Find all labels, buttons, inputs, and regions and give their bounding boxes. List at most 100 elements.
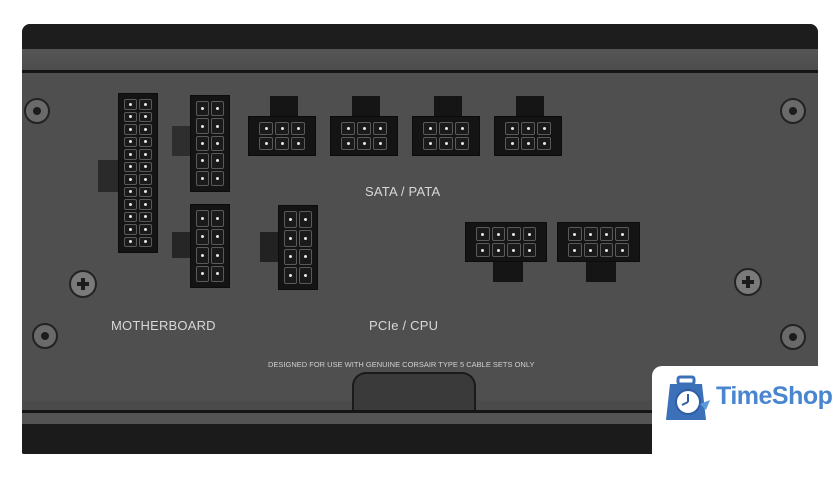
label-sata-pata: SATA / PATA [365, 184, 441, 199]
latch-10pin [172, 126, 192, 156]
connector-pin [476, 227, 490, 241]
connector-pin [124, 224, 137, 235]
connector-pin [299, 211, 312, 228]
watermark-brand: TimeShop [716, 382, 833, 410]
connector-pin [196, 170, 209, 186]
connector-pin [196, 228, 209, 245]
panel-bottom-lip [22, 413, 818, 425]
connector-pin [357, 122, 371, 135]
connector-pin [196, 101, 209, 117]
connector-pin [211, 247, 224, 264]
pcie-1-tab [493, 262, 523, 282]
connector-pin [139, 174, 152, 185]
connector-pin [211, 170, 224, 186]
connector-pin [124, 186, 137, 197]
connector-pin [124, 136, 137, 147]
connector-pin [124, 199, 137, 210]
connector-pin [139, 111, 152, 122]
connector-pin [259, 122, 273, 135]
connector-pin [139, 211, 152, 222]
connector-pcie-1[interactable] [465, 222, 547, 262]
connector-pin [139, 236, 152, 247]
connector-pin [455, 137, 469, 150]
connector-pin [196, 135, 209, 152]
connector-pin [211, 153, 224, 169]
panel-top-seam [22, 70, 818, 73]
connector-pin [568, 227, 582, 241]
connector-sata-2[interactable] [330, 116, 398, 156]
sata-2-tab [352, 96, 380, 116]
panel-top-edge [22, 24, 818, 49]
connector-pin [139, 124, 152, 135]
pcie-2-tab [586, 262, 616, 282]
label-cable-notice: DESIGNED FOR USE WITH GENUINE CORSAIR TY… [268, 360, 535, 369]
connector-pin [211, 265, 224, 282]
connector-sata-4[interactable] [494, 116, 562, 156]
connector-pin [196, 247, 209, 264]
connector-pin [196, 210, 209, 227]
connector-pin [124, 111, 137, 122]
panel-top-lip [22, 49, 818, 71]
latch-cpu-right [260, 232, 280, 262]
connector-pin [284, 211, 297, 228]
connector-sata-3[interactable] [412, 116, 480, 156]
mount-hole-bottom-left [32, 323, 58, 349]
connector-cpu-8pin-right[interactable] [278, 205, 318, 290]
connector-pin [423, 137, 437, 150]
connector-pin [124, 161, 137, 172]
connector-pin [599, 243, 614, 257]
connector-pin [522, 227, 536, 241]
connector-pin [568, 243, 582, 257]
panel-cable-notch [352, 372, 476, 414]
mount-hole-top-right [780, 98, 806, 124]
connector-pin [124, 124, 137, 135]
connector-pin [139, 199, 152, 210]
connector-pin [196, 265, 209, 282]
mount-hole-top-left [24, 98, 50, 124]
screw-left-icon [69, 270, 97, 298]
connector-pin [124, 99, 137, 110]
connector-pin [521, 122, 535, 135]
connector-atx-10pin[interactable] [190, 95, 230, 192]
panel-bottom-seam [22, 410, 818, 413]
connector-pin [537, 137, 551, 150]
connector-pin [615, 243, 629, 257]
connector-pin [599, 227, 614, 241]
connector-cpu-8pin-left[interactable] [190, 204, 230, 288]
connector-pin [341, 137, 355, 150]
clock-bag-icon [666, 375, 710, 420]
connector-pin [211, 228, 224, 245]
connector-pin [522, 243, 536, 257]
connector-pin [124, 149, 137, 160]
connector-pin [211, 135, 224, 152]
connector-pin [139, 136, 152, 147]
connector-pin [521, 137, 535, 150]
connector-pcie-2[interactable] [557, 222, 640, 262]
connector-pin [284, 248, 297, 266]
connector-pin [139, 161, 152, 172]
label-motherboard: MOTHERBOARD [111, 318, 216, 333]
connector-pin [507, 243, 521, 257]
connector-pin [583, 243, 598, 257]
sata-1-tab [270, 96, 298, 116]
connector-pin [211, 210, 224, 227]
connector-pin [507, 227, 521, 241]
connector-pin [211, 101, 224, 117]
connector-pin [139, 99, 152, 110]
latch-cpu-left [172, 232, 192, 258]
connector-pin [139, 149, 152, 160]
connector-pin [491, 227, 505, 241]
connector-pin [299, 267, 312, 284]
connector-pin [284, 267, 297, 284]
connector-pin [284, 229, 297, 247]
connector-pin [259, 137, 273, 150]
connector-atx-24pin[interactable] [118, 93, 158, 253]
screw-right-icon [734, 268, 762, 296]
connector-pin [196, 118, 209, 134]
mount-hole-bottom-right [780, 324, 806, 350]
connector-pin [357, 137, 371, 150]
connector-pin [455, 122, 469, 135]
connector-sata-1[interactable] [248, 116, 316, 156]
connector-pin [139, 224, 152, 235]
connector-pin [439, 122, 453, 135]
